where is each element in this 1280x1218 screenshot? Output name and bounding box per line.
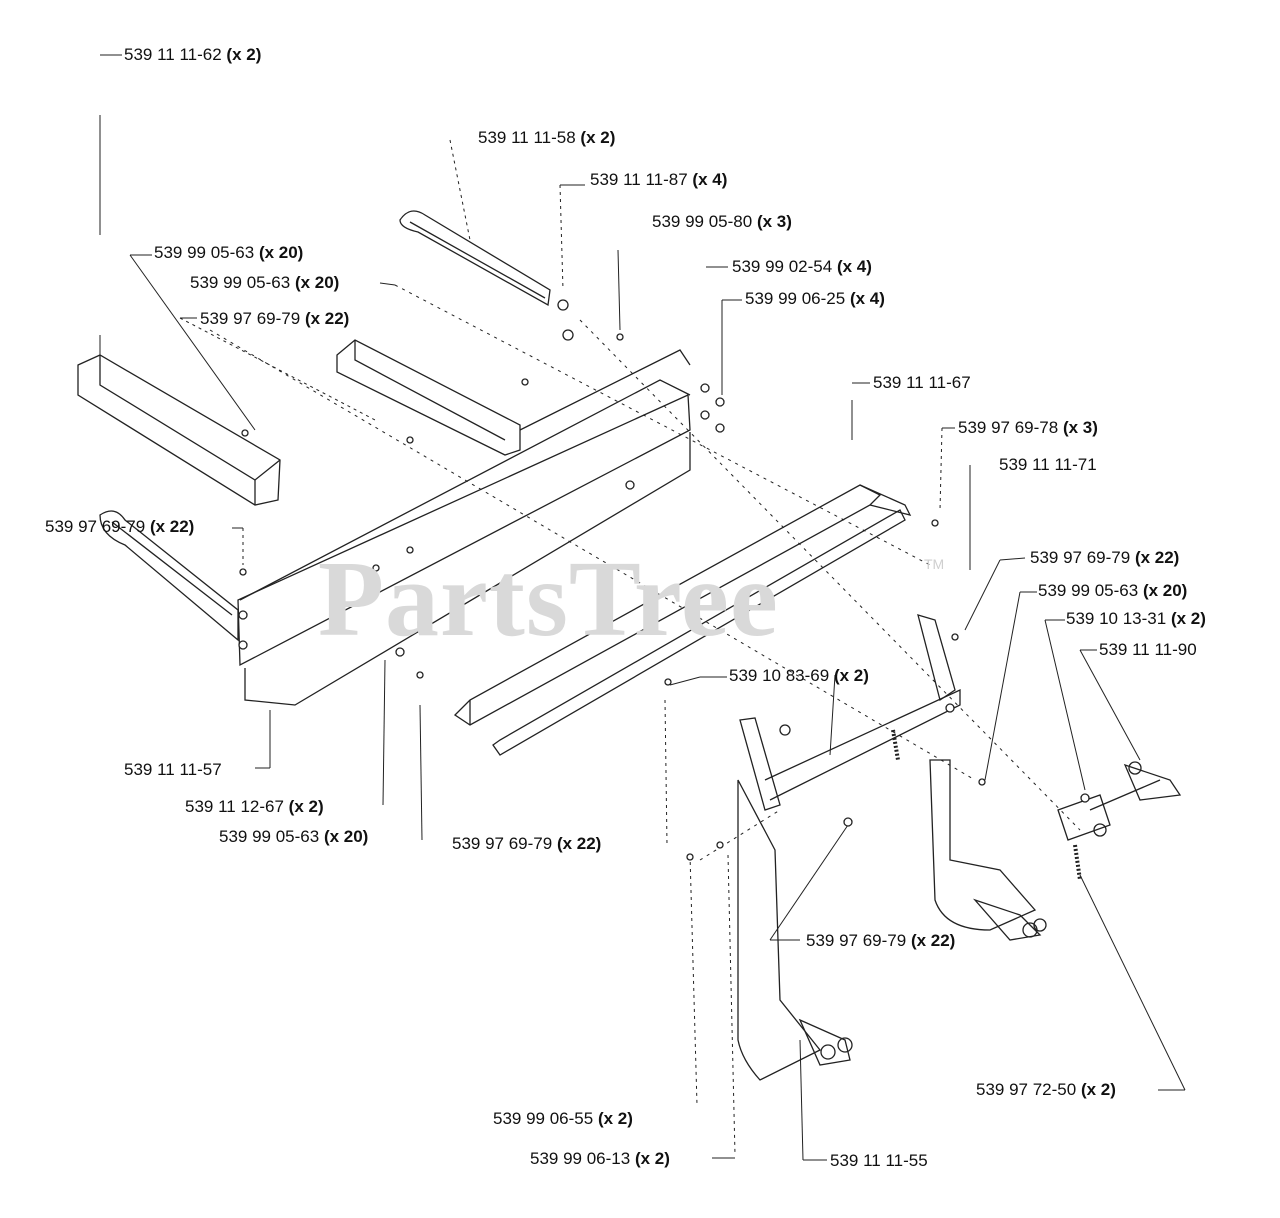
leader-lines (99, 54, 1186, 1161)
link-plates (1057, 761, 1182, 841)
lift-assembly (737, 614, 1047, 1081)
part-label: 539 97 69-78 (x 3) (958, 418, 1098, 437)
part-label: 539 99 05-63 (x 20) (1038, 581, 1188, 600)
part-label: 539 11 11-62 (x 2) (124, 45, 262, 64)
part-label: 539 11 11-58 (x 2) (478, 128, 616, 147)
left-side-bracket (77, 354, 281, 506)
part-label: 539 97 69-79 (x 22) (45, 517, 195, 536)
trademark-symbol: TM (924, 556, 945, 572)
part-label: 539 99 06-13 (x 2) (530, 1149, 670, 1168)
part-label: 539 11 11-55 (830, 1151, 928, 1170)
part-label: 539 11 11-71 (999, 455, 1097, 474)
springs (891, 729, 1082, 881)
part-label: 539 11 11-57 (124, 760, 222, 779)
watermark: PartsTree (318, 540, 779, 659)
part-label: 539 10 83-69 (x 2) (729, 666, 869, 685)
hardware (238, 299, 1090, 861)
part-label: 539 99 05-63 (x 20) (219, 827, 369, 846)
long-angle-bar (453, 484, 912, 726)
part-label: 539 97 69-79 (x 22) (200, 309, 350, 328)
top-handle-tube (399, 210, 551, 307)
part-label: 539 97 69-79 (x 22) (806, 931, 956, 950)
middle-bracket (336, 339, 521, 456)
part-label: 539 10 13-31 (x 2) (1066, 609, 1206, 628)
part-label: 539 11 12-67 (x 2) (185, 797, 324, 816)
left-handle-tube (99, 510, 239, 642)
part-label: 539 99 06-25 (x 4) (745, 289, 885, 308)
part-label: 539 97 69-79 (x 22) (452, 834, 602, 853)
part-label: 539 99 05-80 (x 3) (652, 212, 792, 231)
part-label: 539 97 69-79 (x 22) (1030, 548, 1180, 567)
part-label: 539 11 11-87 (x 4) (590, 170, 728, 189)
part-label: 539 99 06-55 (x 2) (493, 1109, 633, 1128)
part-label: 539 99 02-54 (x 4) (732, 257, 872, 276)
flat-bar (492, 509, 906, 756)
part-label: 539 99 05-63 (x 20) (154, 243, 304, 262)
part-label: 539 99 05-63 (x 20) (190, 273, 340, 292)
part-label: 539 11 11-67 (873, 373, 971, 392)
part-label: 539 11 11-90 (1099, 640, 1197, 659)
part-label: 539 97 72-50 (x 2) (976, 1080, 1116, 1099)
